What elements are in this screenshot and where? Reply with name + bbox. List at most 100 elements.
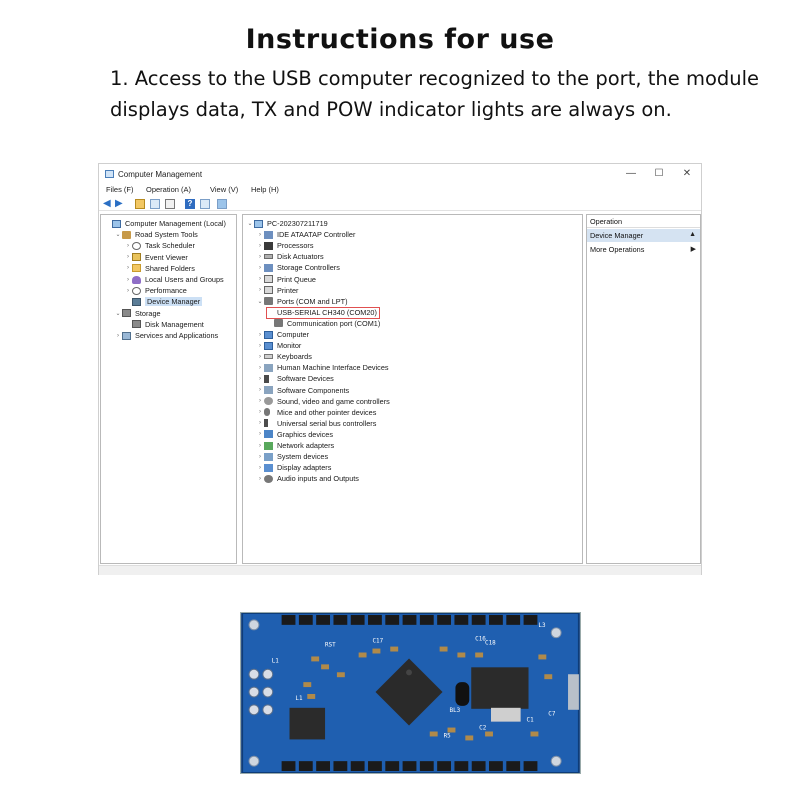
device-tree-item[interactable]: › Sound, video and game controllers xyxy=(256,396,390,407)
device-tree-item[interactable]: ⌄ Ports (COM and LPT) xyxy=(256,296,348,307)
help-icon[interactable]: ? xyxy=(185,199,195,209)
console-tree-item[interactable]: Disk Management xyxy=(124,319,204,330)
header-pin xyxy=(489,761,503,772)
device-tree-item[interactable]: ›Network adapters xyxy=(256,440,334,451)
expand-toggle-icon[interactable]: › xyxy=(259,375,261,382)
sys-icon xyxy=(264,452,273,461)
header-pin xyxy=(316,614,331,625)
mouse-icon xyxy=(264,408,270,417)
device-tree-item[interactable]: ›Disk Actuators xyxy=(256,251,324,262)
device-tree-label: IDE ATAATAP Controller xyxy=(277,230,356,240)
device-tree-item[interactable]: ›Universal serial bus controllers xyxy=(256,418,376,429)
device-tree-item[interactable]: › IDE ATAATAP Controller xyxy=(256,229,355,240)
forward-arrow-icon[interactable]: ▶ xyxy=(115,198,123,209)
expand-toggle-icon[interactable]: › xyxy=(259,231,261,238)
device-tree-item[interactable]: ›Display adapters xyxy=(256,462,331,473)
expand-toggle-icon[interactable]: › xyxy=(127,276,129,283)
properties-icon[interactable] xyxy=(165,199,175,209)
expand-toggle-icon[interactable]: › xyxy=(127,254,129,261)
expand-toggle-icon[interactable]: › xyxy=(259,398,261,405)
expand-toggle-icon[interactable]: › xyxy=(259,276,261,282)
expand-toggle-icon[interactable]: › xyxy=(117,332,119,339)
monitor-icon[interactable] xyxy=(217,199,227,209)
crystal-oscillator xyxy=(490,707,521,722)
operation-device-manager[interactable]: Device Manager ▲ xyxy=(587,229,700,242)
expand-toggle-icon[interactable]: › xyxy=(259,475,261,482)
device-tree-item[interactable]: ›Print Queue xyxy=(256,274,316,285)
minimize-button[interactable]: — xyxy=(626,168,636,179)
console-tree-item[interactable]: ›Services and Applications xyxy=(114,330,218,341)
device-tree-label: Ports (COM and LPT) xyxy=(277,296,348,306)
expand-toggle-icon[interactable]: › xyxy=(259,364,261,371)
show-hide-tree-icon[interactable] xyxy=(150,199,160,209)
expand-toggle-icon[interactable]: › xyxy=(127,242,129,249)
operation-more-operations[interactable]: More Operations ▶ xyxy=(587,243,700,256)
device-tree-item[interactable]: Communication port (COM1) xyxy=(266,318,380,329)
menu-view[interactable]: View (V) xyxy=(210,185,239,194)
device-tree-item[interactable]: ›Printer xyxy=(256,285,299,296)
device-tree-item[interactable]: USB-SERIAL CH340 (COM20) xyxy=(266,306,380,319)
console-tree-item[interactable]: ›Performance xyxy=(124,285,187,296)
device-tree-item[interactable]: ›Human Machine Interface Devices xyxy=(256,362,389,373)
expand-toggle-icon[interactable]: › xyxy=(259,264,261,271)
expand-toggle-icon[interactable]: › xyxy=(259,420,261,427)
expand-toggle-icon[interactable]: › xyxy=(127,287,129,294)
expand-toggle-icon[interactable]: › xyxy=(127,265,129,272)
device-tree-item[interactable]: ›Monitor xyxy=(256,340,301,351)
expand-toggle-icon[interactable]: › xyxy=(259,409,261,416)
device-tree-item[interactable]: ›Storage Controllers xyxy=(256,262,340,273)
expand-toggle-icon[interactable]: ⌄ xyxy=(247,221,253,227)
usb-icon xyxy=(264,419,268,428)
console-tree-item[interactable]: ›Local Users and Groups xyxy=(124,274,224,285)
expand-toggle-icon[interactable]: ⌄ xyxy=(115,310,121,317)
expand-toggle-icon[interactable]: › xyxy=(259,353,261,360)
device-tree-label: System devices xyxy=(277,452,329,462)
console-tree-item[interactable]: › Shared Folders xyxy=(124,263,195,274)
expand-toggle-icon[interactable]: › xyxy=(259,342,261,349)
device-tree-item[interactable]: ›Mice and other pointer devices xyxy=(256,407,376,418)
view-icon[interactable] xyxy=(200,199,210,209)
device-tree-label: Sound, video and game controllers xyxy=(277,396,390,406)
device-tree-item[interactable]: ⌄PC-202307211719 xyxy=(246,218,327,229)
console-tree-label: Shared Folders xyxy=(145,263,195,273)
device-tree-item[interactable]: ›Computer xyxy=(256,329,309,340)
expand-toggle-icon[interactable]: › xyxy=(259,253,261,260)
expand-toggle-icon[interactable]: › xyxy=(259,242,261,249)
expand-toggle-icon[interactable]: ⌄ xyxy=(257,298,263,305)
menu-operation[interactable]: Operation (A) xyxy=(146,185,192,194)
console-tree-item[interactable]: ›Task Scheduler xyxy=(124,240,195,251)
maximize-button[interactable]: ☐ xyxy=(654,168,664,179)
device-tree-item[interactable]: ›Software Components xyxy=(256,385,349,396)
expand-toggle-icon[interactable]: › xyxy=(259,287,261,294)
device-tree-item[interactable]: ›Graphics devices xyxy=(256,429,333,440)
console-tree-item[interactable]: Computer Management (Local) xyxy=(104,218,226,229)
device-tree-item[interactable]: › System devices xyxy=(256,451,328,462)
console-tree-item[interactable]: Device Manager xyxy=(124,296,203,307)
console-tree-item[interactable]: ⌄Road System Tools xyxy=(114,229,197,240)
collapse-caret-icon[interactable]: ▲ xyxy=(689,231,696,238)
device-tree-item[interactable]: ›Audio inputs and Outputs xyxy=(256,473,359,484)
expand-toggle-icon[interactable]: › xyxy=(259,464,261,471)
menu-help[interactable]: Help (H) xyxy=(251,185,279,194)
expand-toggle-icon[interactable]: ⌄ xyxy=(115,232,121,239)
device-tree-item[interactable]: ›Processors xyxy=(256,240,314,251)
device-tree-item[interactable]: ›Software Devices xyxy=(256,373,334,384)
close-button[interactable]: ✕ xyxy=(682,168,692,179)
expand-toggle-icon[interactable]: › xyxy=(259,387,261,393)
console-tree-item[interactable]: ›Event Viewer xyxy=(124,252,188,263)
device-tree-item[interactable]: ›Keyboards xyxy=(256,351,312,362)
submenu-caret-icon[interactable]: ▶ xyxy=(690,246,696,253)
smd-part xyxy=(429,731,438,737)
back-arrow-icon[interactable]: ◀ xyxy=(103,198,111,209)
menu-files[interactable]: Files (F) xyxy=(106,185,134,194)
header-pin xyxy=(368,761,382,772)
console-tree-item[interactable]: ⌄Storage xyxy=(114,308,160,319)
silkscreen-label: C7 xyxy=(548,712,556,718)
expand-toggle-icon[interactable]: › xyxy=(259,442,261,449)
expand-toggle-icon[interactable]: › xyxy=(259,431,261,438)
expand-toggle-icon[interactable]: › xyxy=(259,453,261,460)
left-pads xyxy=(248,668,274,716)
header-pin xyxy=(350,761,365,772)
expand-toggle-icon[interactable]: › xyxy=(259,331,261,338)
up-folder-icon[interactable] xyxy=(135,199,145,209)
